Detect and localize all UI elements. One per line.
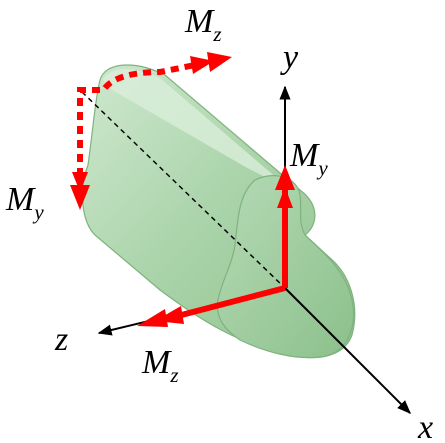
x-axis: [284, 287, 411, 414]
mz-bottom-label: Mz: [141, 344, 179, 387]
x-axis-label: x: [417, 409, 433, 443]
mz-top-label: Mz: [184, 3, 222, 46]
z-axis-label: z: [54, 321, 68, 358]
mz-moment-arrow-back: [102, 52, 232, 91]
beam-centroid-axis: [81, 91, 286, 289]
my-moment-arrow-back: [70, 87, 100, 210]
beam-top-highlight: [103, 69, 285, 185]
mz-moment-arrow-front: [137, 285, 286, 327]
my-moment-arrow-front: [275, 165, 295, 288]
y-axis-label: y: [280, 39, 299, 76]
my-left-label: My: [5, 181, 44, 224]
my-right-label: My: [289, 137, 328, 180]
